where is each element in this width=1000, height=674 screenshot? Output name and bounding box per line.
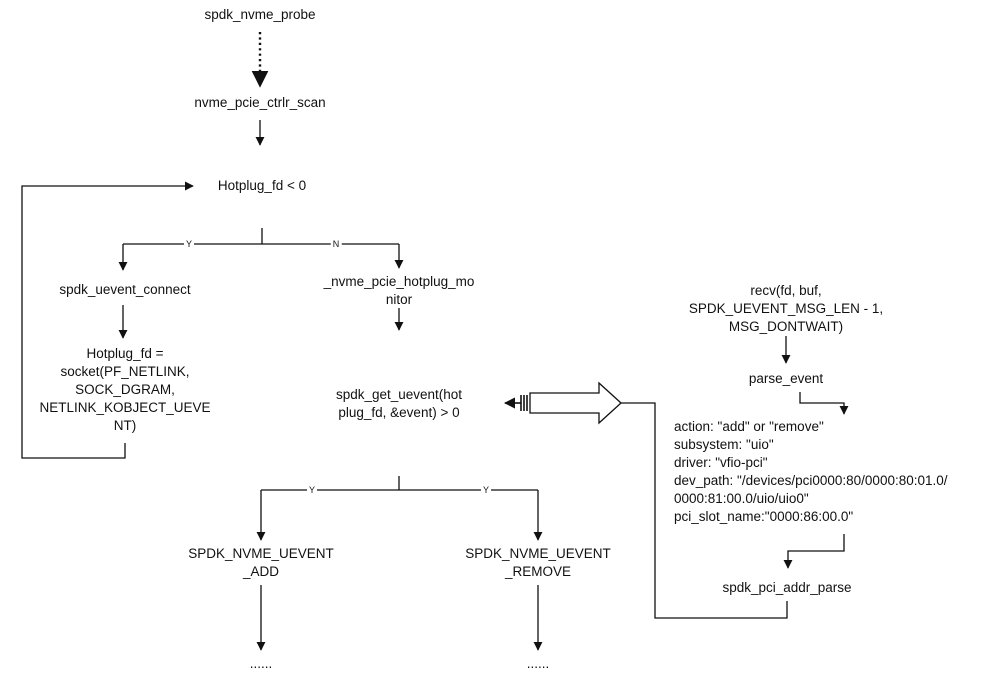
edge-label-yes-connect: Y xyxy=(183,239,195,249)
edge-pci-addr-parse-return xyxy=(621,402,788,619)
node-spdk-pci-addr-parse: spdk_pci_addr_parse xyxy=(722,580,852,595)
edge-parse-event-to-fields xyxy=(799,392,849,415)
edge-label-no-monitor: N xyxy=(330,239,342,249)
node-nvme-pcie-ctrlr-scan: nvme_pcie_ctrlr_scan xyxy=(194,95,326,110)
node-ellipsis-add: ...... xyxy=(249,656,273,671)
node-parse-event: parse_event xyxy=(748,371,824,386)
node-spdk-nvme-uevent-add: SPDK_NVME_UEVENT _ADD xyxy=(188,546,334,579)
node-spdk-get-uevent: spdk_get_uevent(hot plug_fd, &event) > 0 xyxy=(335,387,463,420)
node-spdk-nvme-uevent-remove: SPDK_NVME_UEVENT _REMOVE xyxy=(465,546,611,579)
hollow-arrow-shape xyxy=(529,381,622,425)
edge-loop-back-to-hotplug-check xyxy=(21,181,194,459)
edge-fields-to-pci-addr-parse xyxy=(783,534,845,569)
node-recv-call: recv(fd, buf, SPDK_UEVENT_MSG_LEN - 1, M… xyxy=(688,283,884,334)
node-spdk-nvme-probe: spdk_nvme_probe xyxy=(204,7,316,22)
edge-label-yes-add: Y xyxy=(306,485,318,495)
node-nvme-pcie-hotplug-monitor: _nvme_pcie_hotplug_mo nitor xyxy=(323,274,475,307)
node-spdk-uevent-connect: spdk_uevent_connect xyxy=(59,282,191,297)
node-ellipsis-remove: ...... xyxy=(526,656,550,671)
node-event-fields: action: "add" or "remove" subsystem: "ui… xyxy=(674,419,948,524)
node-hotplug-fd-check: Hotplug_fd < 0 xyxy=(217,178,307,193)
edge-label-yes-remove: Y xyxy=(480,485,492,495)
node-socket-call: Hotplug_fd = socket(PF_NETLINK, SOCK_DGR… xyxy=(39,346,211,433)
